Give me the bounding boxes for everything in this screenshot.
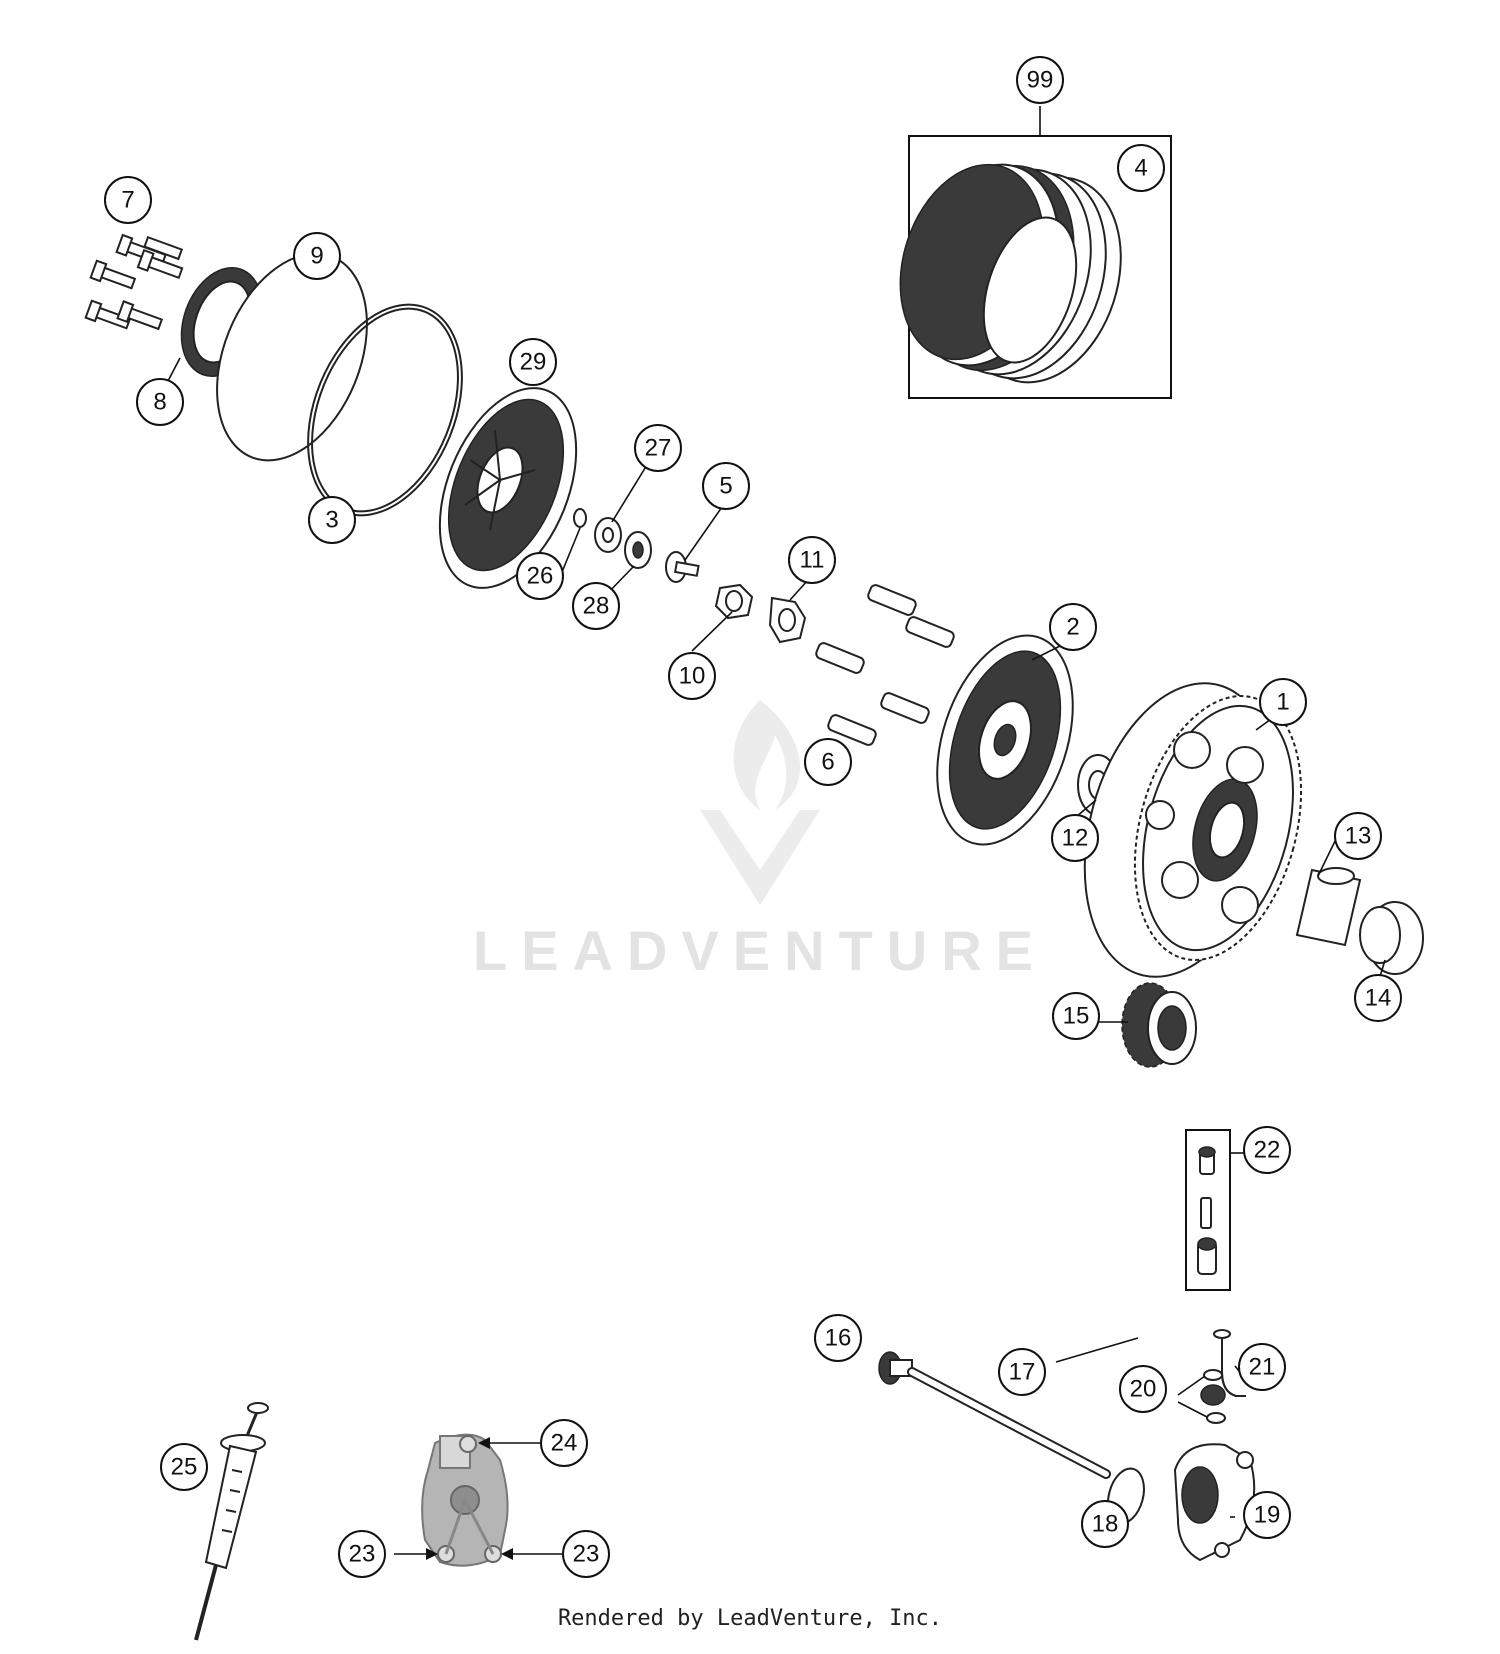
svg-text:9: 9 — [310, 243, 323, 270]
leadventure-watermark: LEADVENTURE — [473, 700, 1047, 982]
part-14-sleeve — [1359, 901, 1424, 975]
svg-text:15: 15 — [1063, 1003, 1090, 1030]
part-6-pins — [815, 584, 955, 746]
part-29-pressure-plate — [438, 387, 578, 589]
callout-2: 2 — [1049, 603, 1097, 651]
part-21-banjo-fitting — [1213, 1329, 1246, 1397]
part-4-clutch-disc-set — [899, 163, 1122, 384]
part-24-cover-with-parts-23 — [421, 1433, 509, 1567]
svg-text:20: 20 — [1130, 1376, 1157, 1403]
part-20-sealing-washers — [1177, 1369, 1226, 1424]
svg-text:10: 10 — [679, 663, 706, 690]
callout-25: 25 — [160, 1443, 208, 1491]
footer-credit: Rendered by LeadVenture, Inc. — [557, 1606, 943, 1631]
part-15-primary-gear — [1121, 982, 1197, 1068]
callout-10: 10 — [668, 652, 716, 700]
callout-12: 12 — [1051, 814, 1099, 862]
part-11-lock-washer — [768, 596, 807, 644]
leader-arrows — [394, 1437, 564, 1560]
callout-16: 16 — [814, 1314, 862, 1362]
callout-1: 1 — [1259, 678, 1307, 726]
svg-text:7: 7 — [121, 187, 134, 214]
callout-9: 9 — [293, 232, 341, 280]
svg-text:6: 6 — [821, 749, 834, 776]
svg-text:99: 99 — [1027, 67, 1054, 94]
callout-11: 11 — [788, 536, 836, 584]
callout-24: 24 — [540, 1419, 588, 1467]
callout-18: 18 — [1081, 1500, 1129, 1548]
callout-14: 14 — [1354, 974, 1402, 1022]
svg-text:24: 24 — [551, 1430, 578, 1457]
svg-text:5: 5 — [719, 473, 732, 500]
svg-text:17: 17 — [1009, 1359, 1036, 1386]
svg-text:11: 11 — [800, 547, 825, 574]
callout-22: 22 — [1243, 1126, 1291, 1174]
part-7-bolts — [84, 233, 184, 331]
svg-text:1: 1 — [1276, 689, 1289, 716]
part-19-slave-cylinder — [1173, 1443, 1256, 1562]
part-1-clutch-basket-gear — [1083, 682, 1303, 978]
callout-17: 17 — [998, 1348, 1046, 1396]
svg-text:4: 4 — [1134, 155, 1147, 182]
part-13-bushing — [1295, 867, 1362, 947]
part-28-washer — [624, 531, 652, 569]
watermark-text: LEADVENTURE — [473, 919, 1047, 982]
svg-text:29: 29 — [520, 349, 547, 376]
part-22-bleed-kit — [1185, 1129, 1244, 1291]
svg-text:19: 19 — [1254, 1502, 1281, 1529]
part-16-push-piece — [878, 1351, 913, 1385]
svg-text:2: 2 — [1066, 614, 1079, 641]
callout-5: 5 — [702, 462, 750, 510]
part-2-inner-clutch-hub — [936, 634, 1074, 846]
svg-text:22: 22 — [1254, 1137, 1281, 1164]
svg-text:16: 16 — [825, 1325, 852, 1352]
svg-text:18: 18 — [1092, 1511, 1119, 1538]
svg-text:13: 13 — [1345, 823, 1372, 850]
callout-15: 15 — [1052, 992, 1100, 1040]
callout-27: 27 — [634, 424, 682, 472]
callout-21: 21 — [1238, 1343, 1286, 1391]
callout-6: 6 — [804, 738, 852, 786]
part-5-pushrod-piece — [665, 551, 700, 583]
part-17-push-rod — [907, 1367, 1111, 1479]
svg-text:23: 23 — [349, 1541, 376, 1568]
svg-text:14: 14 — [1365, 985, 1392, 1012]
part-26-ring — [573, 508, 587, 528]
svg-text:25: 25 — [171, 1454, 198, 1481]
svg-text:27: 27 — [645, 435, 672, 462]
callout-23-right: 23 — [562, 1530, 610, 1578]
callout-8: 8 — [136, 378, 184, 426]
svg-text:28: 28 — [583, 593, 610, 620]
svg-text:21: 21 — [1249, 1354, 1276, 1381]
svg-text:3: 3 — [325, 507, 338, 534]
callout-13: 13 — [1334, 812, 1382, 860]
part-27-washer — [594, 517, 622, 553]
svg-text:8: 8 — [153, 389, 166, 416]
svg-text:26: 26 — [527, 563, 554, 590]
callout-7: 7 — [104, 176, 152, 224]
svg-text:23: 23 — [573, 1541, 600, 1568]
callout-29: 29 — [509, 338, 557, 386]
part-10-nut — [714, 583, 754, 620]
part-25-syringe — [194, 1402, 269, 1641]
callout-26: 26 — [516, 552, 564, 600]
callout-3: 3 — [308, 496, 356, 544]
callout-20: 20 — [1119, 1365, 1167, 1413]
svg-text:12: 12 — [1062, 825, 1089, 852]
callout-4: 4 — [1117, 144, 1165, 192]
callout-19: 19 — [1243, 1491, 1291, 1539]
callout-28: 28 — [572, 582, 620, 630]
callout-99: 99 — [1016, 56, 1064, 104]
callout-23-left: 23 — [338, 1530, 386, 1578]
